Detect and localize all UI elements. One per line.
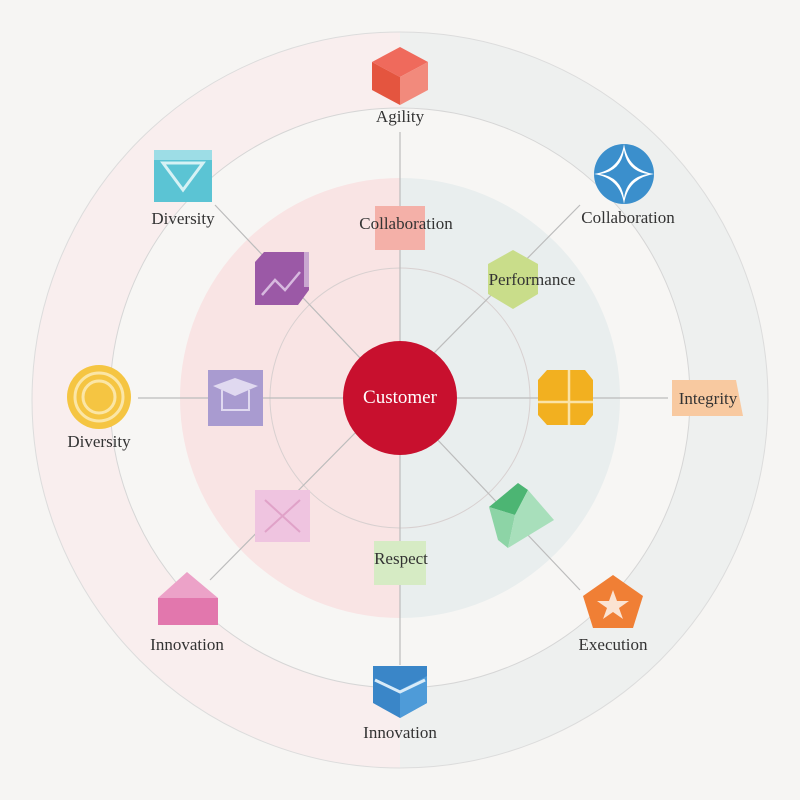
collaboration-outer-label: Collaboration [581, 208, 675, 227]
integrity-label: Integrity [678, 389, 738, 408]
octagon-grid-icon [538, 370, 593, 425]
diversity-left-label: Diversity [67, 432, 131, 451]
trend-chart-icon [255, 252, 309, 305]
diversity-top-label: Diversity [151, 209, 215, 228]
gem-icon [489, 483, 554, 548]
performance-label: Performance [488, 270, 576, 289]
innovation-left-label: Innovation [150, 635, 224, 654]
envelope-icon [154, 150, 212, 202]
tag-icon [672, 380, 743, 416]
customer-circle [343, 341, 457, 455]
star-pentagon-icon [583, 575, 643, 628]
execution-label: Execution [578, 635, 648, 654]
collaboration-inner-label: Collaboration [359, 214, 453, 233]
hexagon-icon [488, 250, 538, 309]
chevron-box-icon [373, 666, 427, 718]
x-square-icon [255, 490, 310, 542]
graduation-cap-icon [208, 370, 263, 426]
target-rings-icon [67, 365, 131, 429]
cube-icon [372, 47, 428, 105]
agility-label: Agility [375, 107, 425, 126]
house-icon [158, 572, 218, 625]
innovation-bottom-label: Innovation [363, 723, 437, 742]
square-icon [375, 206, 425, 250]
compass-star-icon [594, 144, 654, 204]
center-label: Customer [363, 387, 437, 408]
respect-label: Respect [374, 549, 428, 568]
square-icon [374, 541, 426, 585]
